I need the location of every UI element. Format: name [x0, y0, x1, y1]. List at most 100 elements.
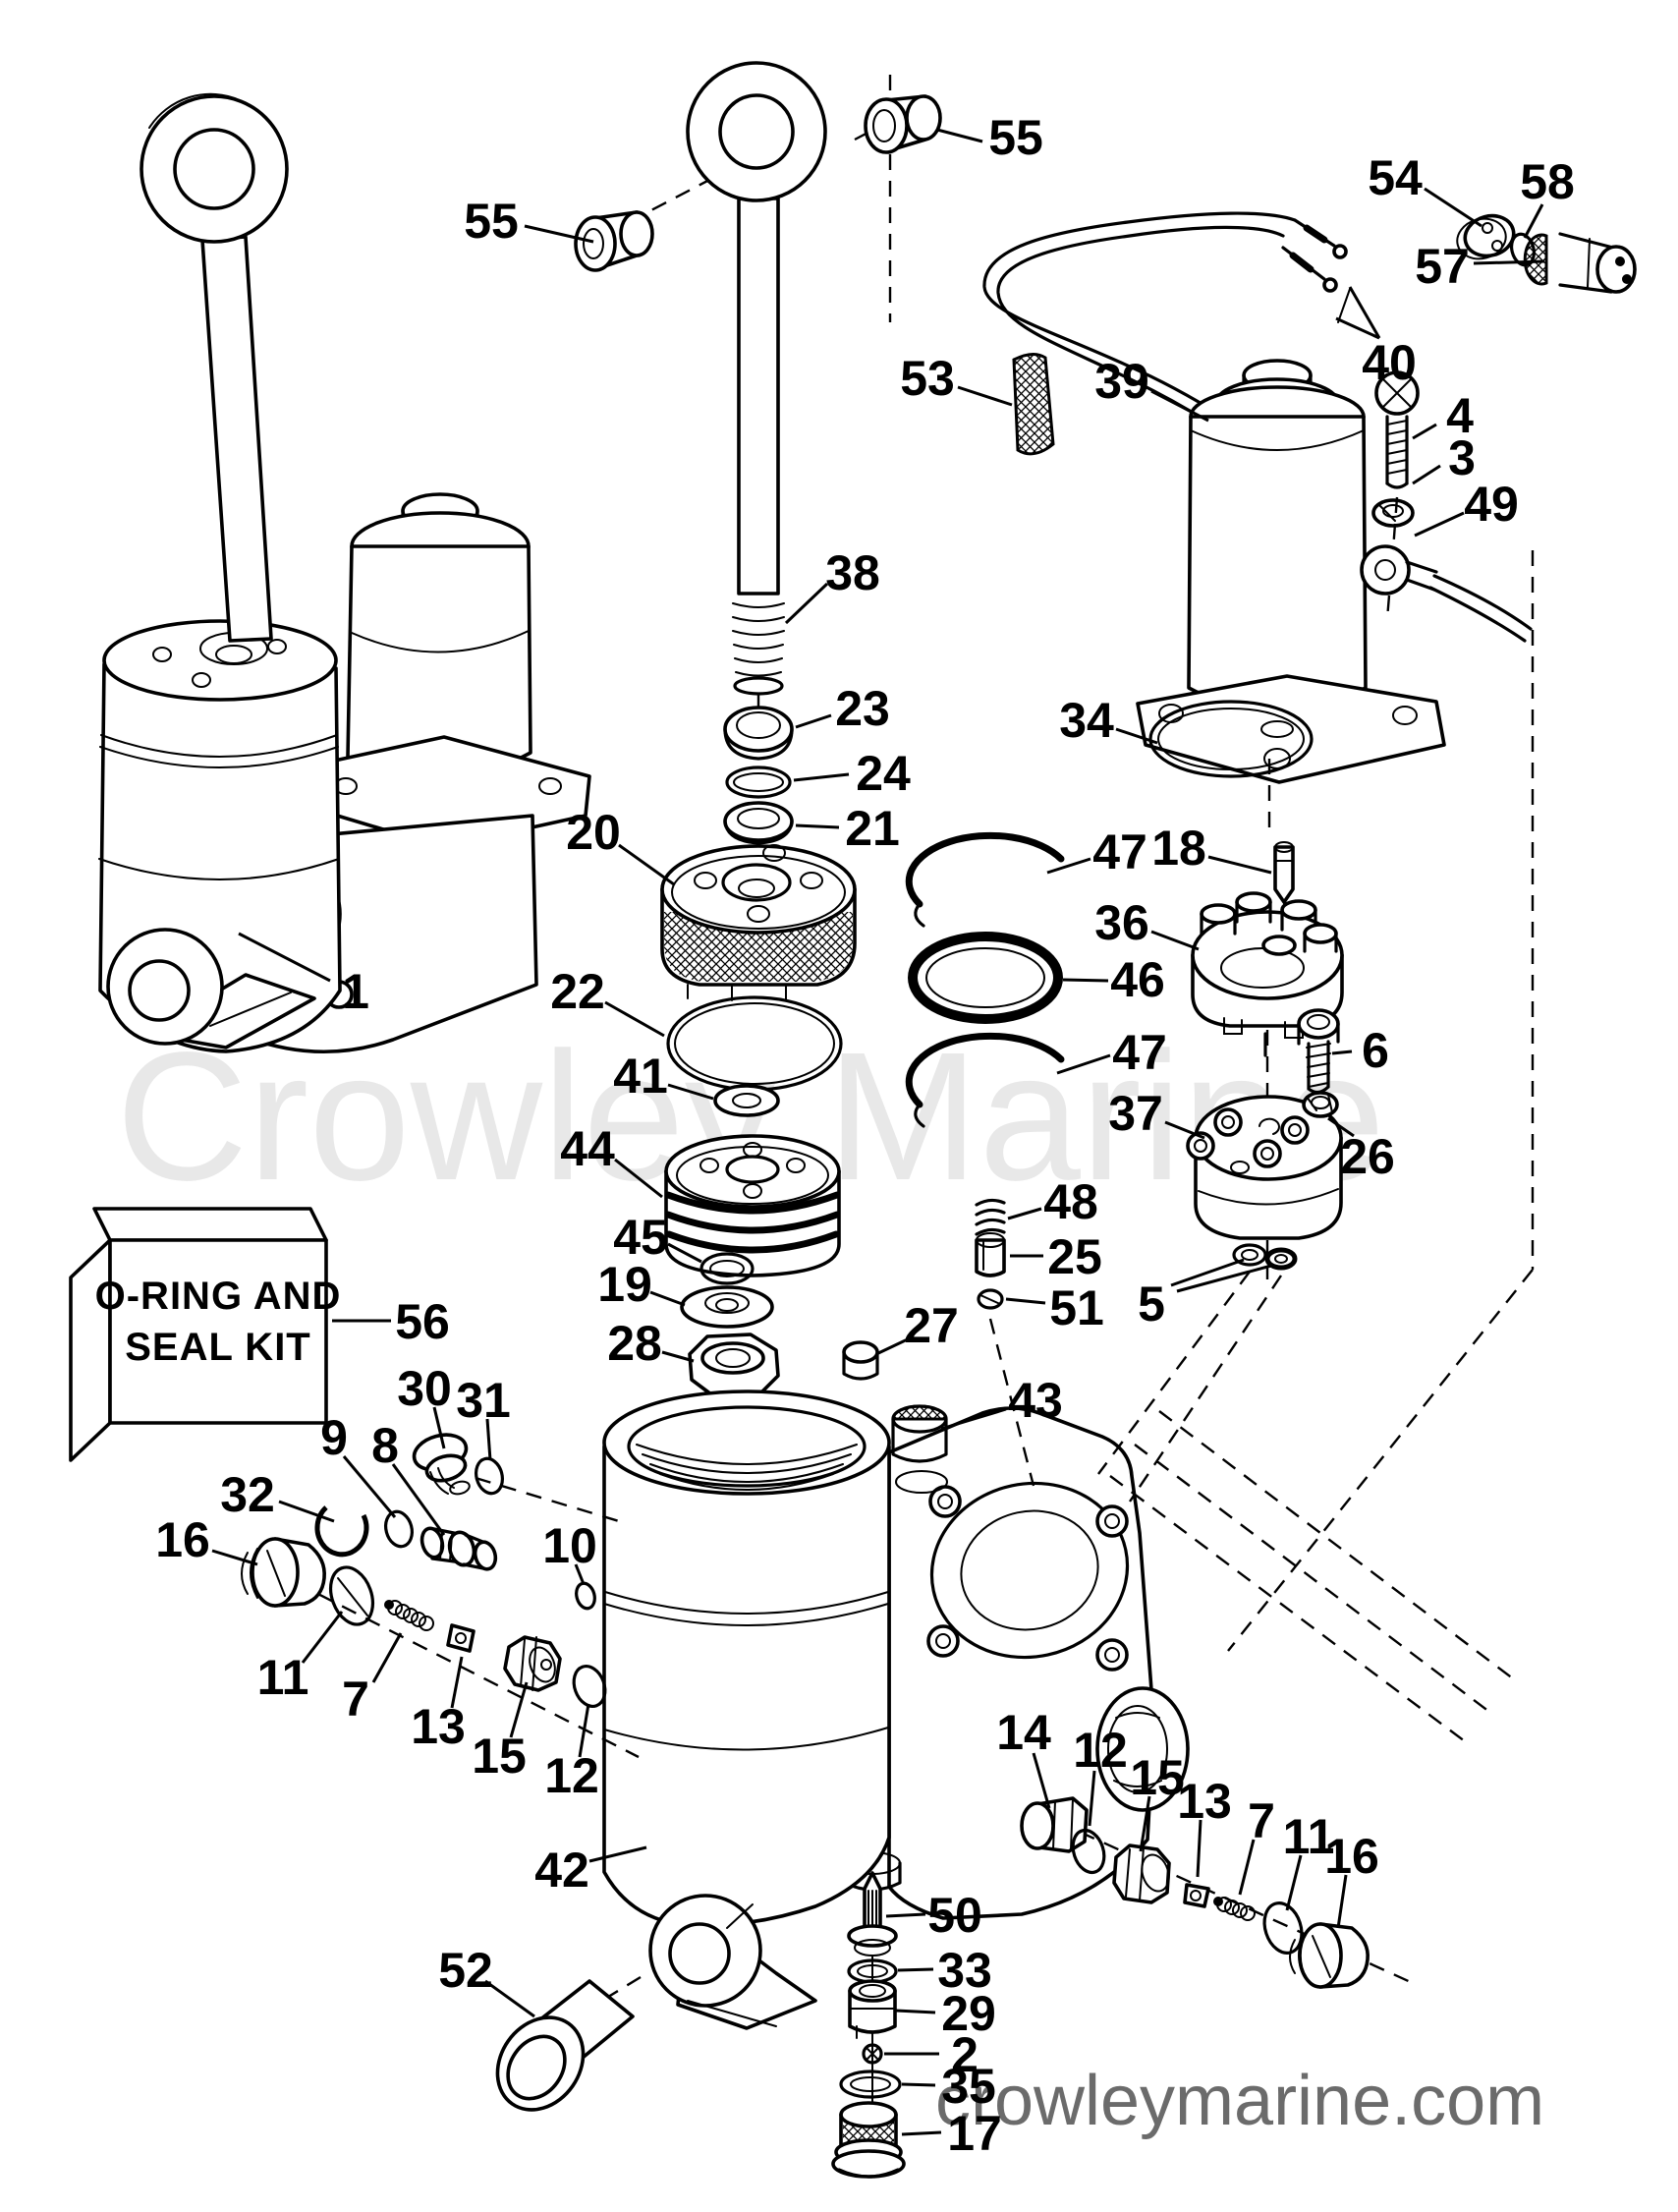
part-number-22: 22	[550, 964, 605, 1019]
callout-52: 52	[438, 1943, 535, 2018]
part-number-39: 39	[1094, 354, 1149, 409]
callout-55: 55	[464, 194, 594, 249]
part-number-49: 49	[1464, 477, 1519, 532]
callout-3: 3	[1412, 430, 1476, 485]
callout-10: 10	[542, 1518, 597, 1585]
callout-26: 26	[1327, 1116, 1395, 1184]
part-number-48: 48	[1043, 1174, 1098, 1229]
callout-7: 7	[1238, 1793, 1275, 1896]
callout-15: 15	[472, 1681, 529, 1784]
callout-58: 58	[1520, 154, 1575, 239]
callout-44: 44	[560, 1121, 663, 1199]
part-number-42: 42	[534, 1843, 589, 1898]
callout-18: 18	[1151, 821, 1272, 876]
part-number-31: 31	[456, 1373, 511, 1428]
left-valve-chain-art	[241, 1433, 640, 1759]
part-number-24: 24	[856, 746, 911, 801]
callout-53: 53	[900, 351, 1013, 407]
callout-43: 43	[940, 1373, 1063, 1431]
callout-45: 45	[613, 1210, 702, 1265]
part-number-45: 45	[613, 1210, 668, 1265]
part-number-13: 13	[411, 1699, 466, 1754]
callout-29: 29	[895, 1986, 996, 2041]
part-number-12: 12	[544, 1748, 599, 1803]
callout-16: 16	[1324, 1829, 1379, 1929]
part-number-38: 38	[825, 545, 880, 600]
part-number-34: 34	[1059, 693, 1114, 748]
part-number-35: 35	[941, 2059, 996, 2114]
cylinder-42-manifold-art	[602, 1390, 1190, 2030]
part-number-33: 33	[937, 1943, 992, 1998]
assembled-trim-unit-art	[98, 92, 591, 1054]
part-number-50: 50	[927, 1888, 982, 1943]
part-number-2: 2	[951, 2027, 979, 2082]
callout-17: 17	[901, 2106, 1002, 2161]
part-number-26: 26	[1340, 1129, 1395, 1184]
callout-55: 55	[936, 110, 1043, 165]
right-valve-chain-art	[1020, 1796, 1414, 1989]
callout-42: 42	[534, 1843, 647, 1898]
pump-assembly-art	[842, 550, 1535, 1745]
callout-21: 21	[795, 801, 900, 856]
callout-47: 47	[1056, 1025, 1167, 1080]
callout-40: 40	[1335, 286, 1417, 390]
part-number-25: 25	[1047, 1229, 1102, 1284]
callout-49: 49	[1414, 477, 1519, 538]
callout-9: 9	[320, 1410, 397, 1518]
callout-22: 22	[550, 964, 665, 1038]
part-number-56: 56	[395, 1294, 450, 1349]
callout-50: 50	[885, 1888, 982, 1943]
part-number-46: 46	[1110, 952, 1165, 1007]
part-number-41: 41	[613, 1049, 668, 1104]
part-number-7: 7	[342, 1672, 369, 1727]
callout-24: 24	[793, 746, 911, 801]
callout-20: 20	[566, 805, 675, 886]
part-number-16: 16	[1324, 1829, 1379, 1884]
part-number-13: 13	[1177, 1774, 1232, 1829]
callout-6: 6	[1331, 1023, 1389, 1078]
callout-34: 34	[1059, 693, 1158, 748]
bottom-valve-stack-art	[495, 1871, 906, 2179]
callout-25: 25	[1010, 1229, 1102, 1284]
callout-51: 51	[1005, 1280, 1104, 1335]
callout-36: 36	[1094, 895, 1200, 951]
seal-kit-box: O-RING AND SEAL KIT	[69, 1207, 340, 1462]
callout-23: 23	[795, 681, 890, 736]
callout-30: 30	[397, 1361, 452, 1449]
part-number-28: 28	[607, 1316, 662, 1371]
callout-38: 38	[784, 545, 880, 625]
part-number-51: 51	[1049, 1280, 1104, 1335]
part-number-16: 16	[155, 1512, 210, 1567]
callout-46: 46	[1062, 952, 1165, 1007]
rod-seal-stack-art	[660, 706, 857, 1424]
callout-16: 16	[155, 1512, 258, 1567]
part-number-8: 8	[371, 1418, 399, 1473]
part-number-40: 40	[1362, 335, 1417, 390]
part-number-11: 11	[1283, 1809, 1335, 1864]
part-number-37: 37	[1108, 1086, 1163, 1141]
callout-7: 7	[342, 1632, 403, 1727]
part-number-55: 55	[988, 110, 1043, 165]
callout-31: 31	[456, 1373, 511, 1461]
part-number-36: 36	[1094, 895, 1149, 950]
part-number-53: 53	[900, 351, 955, 406]
part-number-27: 27	[904, 1298, 959, 1353]
part-number-30: 30	[397, 1361, 452, 1416]
callout-47: 47	[1046, 824, 1147, 879]
part-number-47: 47	[1112, 1025, 1167, 1080]
callout-14: 14	[996, 1705, 1051, 1809]
part-number-21: 21	[845, 801, 900, 856]
part-number-47: 47	[1092, 824, 1147, 879]
part-number-52: 52	[438, 1943, 493, 1998]
callout-11: 11	[1283, 1809, 1335, 1911]
callout-5: 5	[1138, 1258, 1272, 1332]
watermark-corner: crowleymarine.com	[935, 2062, 1544, 2140]
callout-2: 2	[884, 2027, 979, 2082]
callout-37: 37	[1108, 1086, 1205, 1141]
part-number-10: 10	[542, 1518, 597, 1573]
callout-19: 19	[597, 1257, 686, 1312]
part-number-29: 29	[941, 1986, 996, 2041]
part-number-12: 12	[1073, 1723, 1128, 1778]
